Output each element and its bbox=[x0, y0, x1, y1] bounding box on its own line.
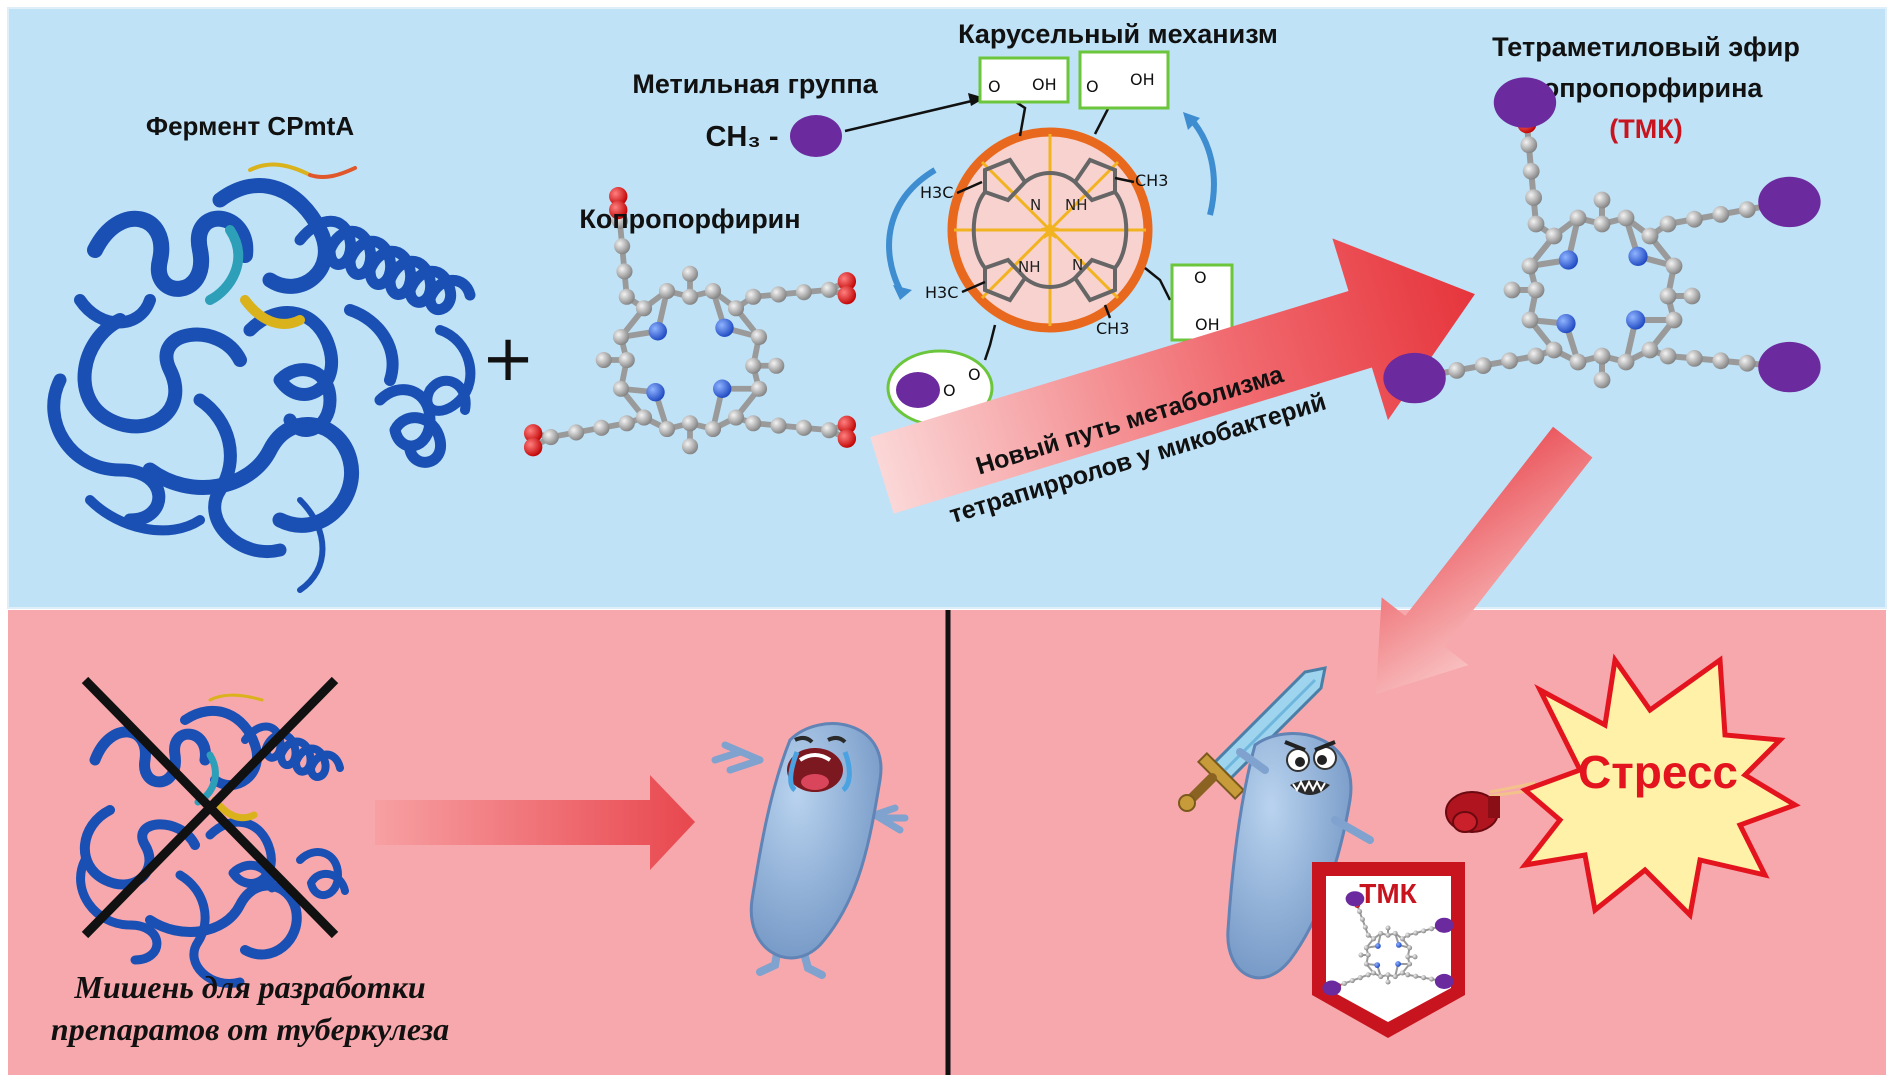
stress-label: Стресс bbox=[1578, 746, 1738, 798]
methyl-arrow-head bbox=[968, 93, 985, 106]
plus-sign: + bbox=[481, 322, 535, 396]
shield-icon bbox=[1312, 862, 1465, 1038]
methyl-group-icon bbox=[1758, 341, 1821, 393]
svg-text:O: O bbox=[1194, 268, 1207, 287]
svg-text:O: O bbox=[1086, 77, 1099, 96]
explosion-icon bbox=[1519, 653, 1801, 921]
coproporphyrin-molecule-icon bbox=[523, 187, 857, 457]
svg-text:OH: OH bbox=[1195, 315, 1220, 334]
product-label-line2: копропорфирина bbox=[1530, 73, 1764, 103]
svg-text:O: O bbox=[968, 365, 981, 384]
methyl-group-icon bbox=[1434, 917, 1454, 933]
methyl-group-icon bbox=[1345, 891, 1365, 907]
methyl-group-icon bbox=[1322, 980, 1342, 996]
carboxyl-box-2: O OH bbox=[1078, 50, 1170, 110]
svg-text:N: N bbox=[1072, 256, 1083, 274]
carousel-mechanism-icon: N NH NH N H3C H3C CH3 CH3 O OH O OH O bbox=[886, 50, 1234, 427]
atoms bbox=[523, 187, 857, 457]
product-abbr-label: (ТМК) bbox=[1609, 114, 1682, 144]
sad-bacterium-icon bbox=[711, 722, 909, 979]
shield-label: ТМК bbox=[1359, 878, 1417, 909]
product-label-line1: Тетраметиловый эфир bbox=[1492, 32, 1800, 62]
svg-text:CH3: CH3 bbox=[1135, 171, 1168, 190]
svg-text:CH3: CH3 bbox=[1096, 319, 1129, 338]
svg-text:O: O bbox=[988, 77, 1001, 96]
brave-bacterium-icon bbox=[1226, 732, 1374, 980]
svg-text:H3C: H3C bbox=[920, 183, 953, 202]
svg-text:NH: NH bbox=[1018, 258, 1041, 276]
tmk-molecule-icon bbox=[1383, 77, 1821, 404]
tmk-mini-molecule-icon bbox=[1322, 891, 1454, 996]
enzyme-label: Фермент CPmtA bbox=[146, 111, 354, 141]
methyl-group-icon bbox=[1758, 176, 1821, 228]
target-label-line1: Мишень для разработки bbox=[73, 969, 425, 1005]
target-label-line2: препаратов от туберкулеза bbox=[51, 1011, 449, 1047]
knockout-arrow bbox=[375, 775, 695, 870]
methyl-group-icon bbox=[790, 115, 842, 157]
cross-line-2 bbox=[81, 676, 339, 939]
methyl-group-label: Метильная группа bbox=[632, 69, 878, 99]
methyl-group-icon bbox=[1493, 77, 1557, 128]
methyl-group-icon bbox=[1434, 973, 1454, 989]
carboxyl-box-3: O OH bbox=[1170, 263, 1234, 342]
svg-text:O: O bbox=[943, 381, 956, 400]
coproporphyrin-label: Копропорфирин bbox=[579, 204, 800, 234]
svg-text:H3C: H3C bbox=[925, 283, 958, 302]
svg-text:NH: NH bbox=[1065, 196, 1088, 214]
ch3-label: CH₃ - bbox=[705, 121, 778, 153]
svg-text:OH: OH bbox=[1130, 70, 1155, 89]
svg-text:N: N bbox=[1030, 196, 1041, 214]
methyl-group-icon bbox=[1383, 352, 1446, 404]
carboxyl-box-1: O OH bbox=[978, 56, 1070, 104]
methyl-arrow bbox=[844, 98, 977, 133]
carousel-label: Карусельный механизм bbox=[958, 19, 1278, 49]
boxing-glove-icon bbox=[1445, 781, 1536, 833]
protein-ribbon-icon bbox=[47, 162, 476, 593]
down-arrow bbox=[1375, 426, 1593, 695]
pathway-arrow bbox=[870, 238, 1475, 514]
svg-text:OH: OH bbox=[1032, 75, 1057, 94]
methylated-ester-group: O O bbox=[886, 349, 994, 427]
